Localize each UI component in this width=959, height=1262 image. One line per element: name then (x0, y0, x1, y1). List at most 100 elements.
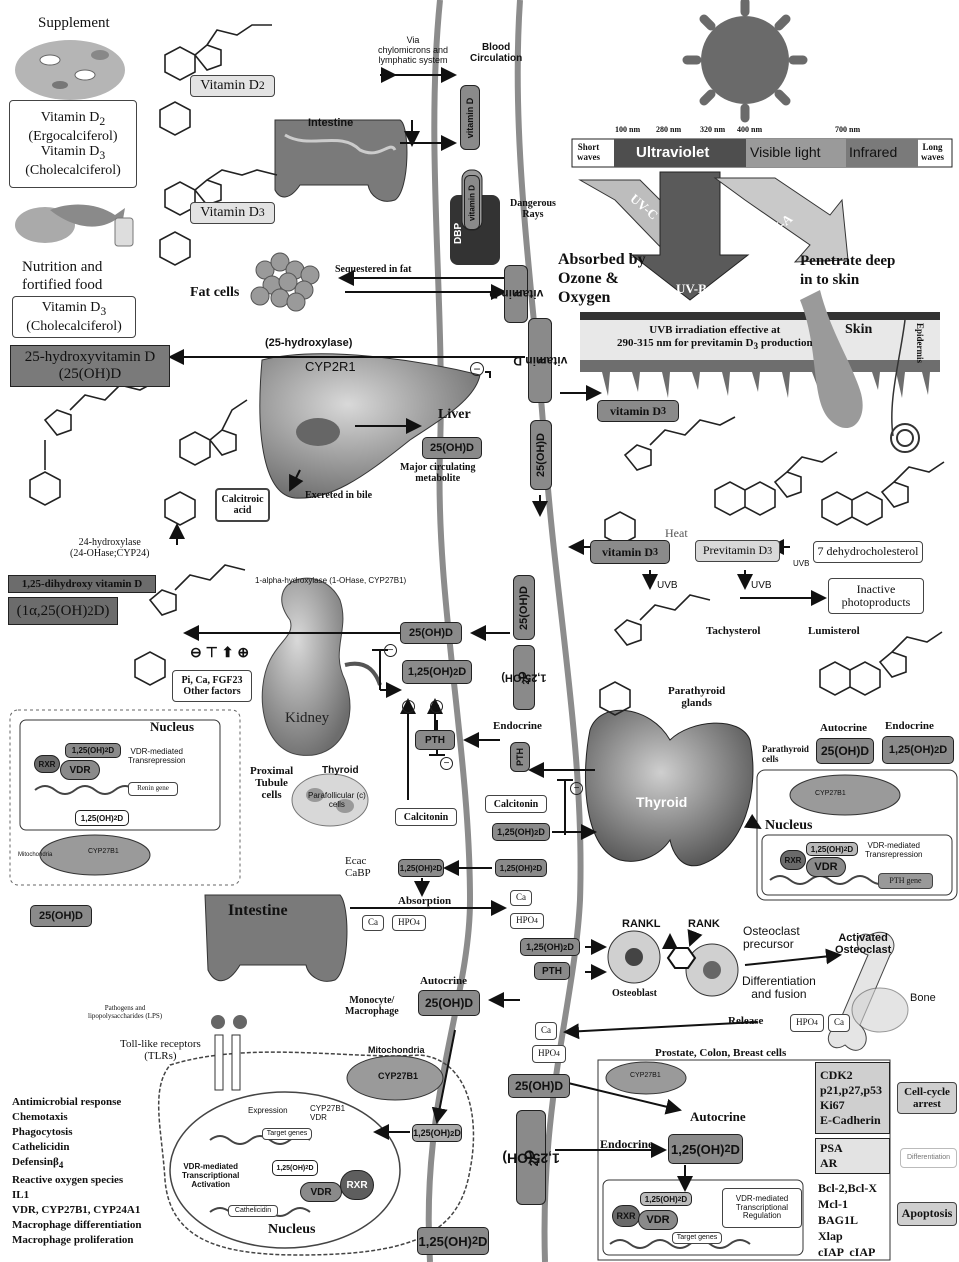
major-circulating-label: Major circulating metabolite (400, 462, 475, 484)
dihydroxy-vitamin-d-title: 1,25-dihydroxy vitamin D (8, 575, 156, 593)
vdr-prostate-badge: VDR (638, 1210, 678, 1230)
fat-cells-label: Fat cells (190, 285, 239, 300)
dehydrocholesterol-box: 7 dehydrocholesterol (813, 541, 923, 563)
pathogens-label: Pathogens and lipopolysaccharides (LPS) (88, 1005, 162, 1020)
stimulate-sign-1: + (402, 700, 415, 713)
intestine-top-label: Intestine (308, 117, 353, 129)
renin-gene-box: Renin gene (128, 782, 178, 796)
oh125d-nuc-right-pill: 1,25(OH)2D (806, 842, 858, 856)
skin-label: Skin (845, 322, 872, 337)
bone-label: Bone (910, 992, 936, 1004)
absorbed-by-label: Absorbed by Ozone & Oxygen (558, 250, 646, 307)
pth-left-pill: PTH (415, 730, 455, 750)
endocrine-prostate-label: Endocrine (600, 1138, 653, 1151)
uvb-label: UV-B (676, 282, 707, 296)
vitamin-d3-blood-2: vitamin D3 (528, 318, 552, 403)
oh25d-bottom-pill: 25(OH)D (508, 1074, 570, 1098)
mitochondria-left-label: Mitochondria (18, 852, 52, 859)
osteoblast-cell (608, 931, 660, 983)
regulation-signs: ⊖ ⊤ ⬆ ⊕ (190, 645, 249, 660)
short-waves-label: Short waves (577, 143, 600, 163)
uv-scale-320: 320 nm (700, 126, 725, 135)
ca-left-box: Ca (362, 915, 384, 931)
thyroid-right-label: Thyroid (636, 795, 687, 810)
supplement-d2-alias: (Ergocalciferol) (28, 129, 117, 144)
cyp27b1-left-label: CYP27B1 (88, 848, 119, 856)
hydroxyvitamin-line2: (25(OH)D (59, 366, 121, 383)
rxr-prostate-badge: RXR (612, 1205, 640, 1227)
autocrine-pt-label: Autocrine (820, 722, 867, 734)
calcitroic-acid-box: Calcitroic acid (215, 488, 270, 522)
excreted-bile-label: Excreted in bile (305, 490, 372, 501)
inhibit-sign-liver: − (470, 362, 484, 376)
endocrine-pt-label: Endocrine (885, 720, 934, 732)
immune-item: Reactive oxygen species (12, 1173, 141, 1188)
calcitonin-box-a: Calcitonin (395, 808, 457, 826)
cyp27b1-pt-label: CYP27B1 (815, 790, 846, 798)
target-genes-box-a: Target genes (262, 1128, 312, 1140)
differentiation-box: Differentiation (900, 1148, 957, 1168)
immune-response-list: Antimicrobial response Chemotaxis Phagoc… (12, 1095, 141, 1248)
vitamin-d3-skin-pill: vitamin D3 (597, 400, 679, 422)
dbp-label: DBP (453, 223, 464, 244)
rank-label: RANK (688, 918, 720, 930)
uv-scale-400: 400 nm (737, 126, 762, 135)
cell-cycle-arrest-box: Cell-cycle arrest (897, 1082, 957, 1114)
oh25d-left-box: 25(OH)D (30, 905, 92, 927)
uvb-small-3: UVB (751, 580, 772, 591)
kidney-image (262, 578, 380, 755)
cyp27b1-prostate-label: CYP27B1 (630, 1072, 661, 1080)
mitochondria-bottom-label: Mitochondria (368, 1046, 425, 1056)
parathyroid-glands-label: Parathyroid glands (668, 685, 725, 709)
oh25d-kidney-pill: 25(OH)D (400, 622, 462, 644)
vitamin-d-capsule-1: vitamin D (460, 85, 480, 150)
oh25d-mono-pill: 25(OH)D (418, 990, 480, 1016)
uv-scale-700: 700 nm (835, 126, 860, 135)
osteoblast-label: Osteoblast (612, 988, 657, 999)
prostate-label: Prostate, Colon, Breast cells (655, 1047, 786, 1059)
pth-gene-box: PTH gene (878, 873, 933, 889)
parathyroid-cells-label: Parathyroid cells (762, 745, 809, 765)
proximal-tubule-label: Proximal Tubule cells (250, 765, 293, 801)
nutrition-line1: Nutrition and (22, 258, 102, 276)
nutrition-label: Nutrition and fortified food (22, 258, 102, 294)
oh125d-pt-pill: 1,25(OH)2D (882, 736, 954, 764)
hydroxyvitamin-line1: 25-hydroxyvitamin D (25, 349, 155, 366)
long-waves-label: Long waves (921, 143, 944, 163)
psa-ar-box: PSA AR (815, 1138, 890, 1174)
immune-item: Macrophage differentiation (12, 1218, 141, 1233)
vitamin-d3-lower-pill: vitamin D3 (590, 540, 670, 564)
immune-item: Antimicrobial response (12, 1095, 141, 1110)
penetrate-deep-label: Penetrate deep in to skin (800, 252, 895, 290)
absorption-label: Absorption (398, 895, 451, 907)
uvb-small-2: UVB (657, 580, 678, 591)
activated-osteoclast-label: Activated Osteoclast (835, 932, 891, 956)
differentiation-fusion-label: Differentiation and fusion (742, 975, 816, 1001)
immune-item: Defensinβ4 (12, 1155, 141, 1173)
apoptosis-box: Apoptosis (897, 1202, 957, 1226)
intestine-bottom-label: Intestine (228, 902, 288, 920)
inhibit-sign-parathyroid: − (570, 782, 583, 795)
sequestered-label: Sequestered in fat (335, 264, 411, 275)
visible-light-label: Visible light (750, 145, 821, 160)
inhibit-sign-kidney: − (384, 644, 397, 657)
supplement-d2-name: Vitamin D (41, 110, 100, 125)
supplement-box: Vitamin D2 (Ergocalciferol) Vitamin D3 (… (9, 100, 137, 188)
pth-tube-pill: PTH (510, 742, 530, 772)
immune-item: Macrophage proliferation (12, 1233, 141, 1248)
food-vitamin-d3-box: Vitamin D3 (Cholecalciferol) (12, 296, 136, 338)
oh25d-tube-pill: 25(OH)D (513, 575, 535, 640)
vdr-bottom-badge: VDR (300, 1182, 342, 1202)
vdr-transcriptional-regulation: VDR-mediated Transcriptional Regulation (722, 1188, 802, 1228)
oh25d-pt-pill: 25(OH)D (816, 738, 874, 764)
vdr-left-badge: VDR (60, 760, 100, 780)
oh125d-mid1-pill: 1,25(OH)2D (492, 823, 550, 841)
oh125d-nuc-bottom-pill: 1,25(OH)2D (272, 1160, 318, 1176)
